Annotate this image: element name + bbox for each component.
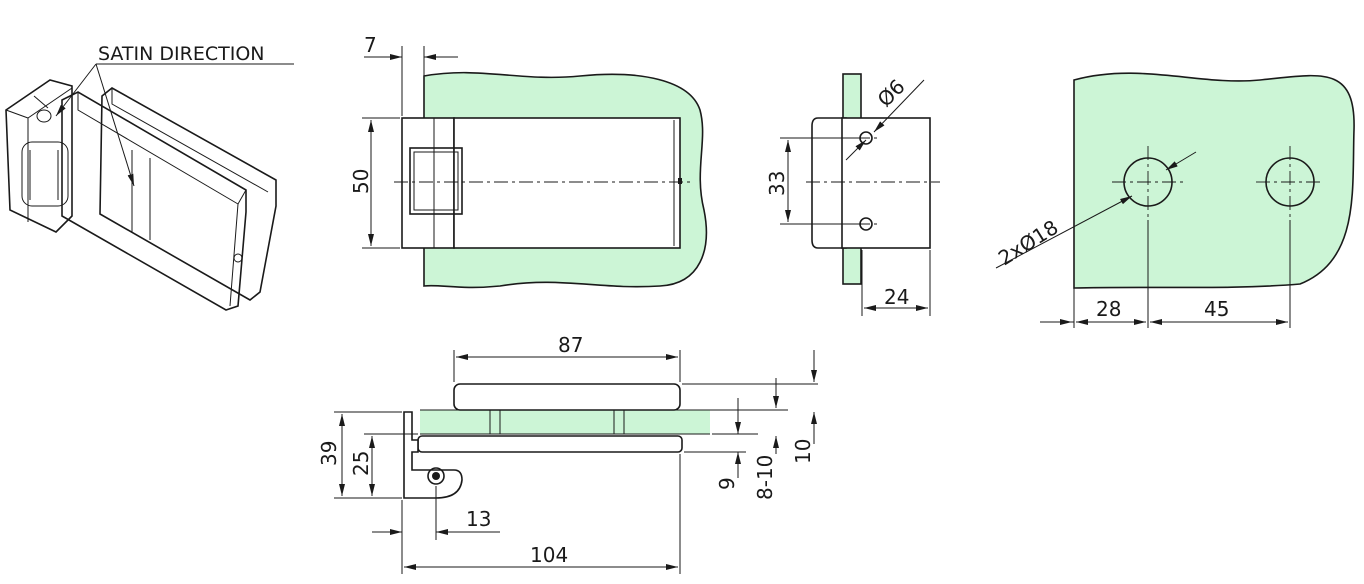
front-view: 7 50 — [349, 33, 708, 289]
dim-45: 45 — [1204, 297, 1229, 321]
dim-10: 10 — [791, 439, 815, 464]
dim-28: 28 — [1096, 297, 1121, 321]
dim-25: 25 — [349, 451, 373, 476]
dim-50: 50 — [349, 169, 373, 194]
satin-direction-callout: SATIN DIRECTION — [55, 43, 294, 187]
dim-24: 24 — [884, 285, 909, 309]
dim-8-10: 8-10 — [753, 455, 777, 500]
glass-cutout-view: 2xØ18 28 45 — [994, 72, 1355, 328]
side-view: 33 Ø6 24 — [765, 73, 940, 316]
dim-104: 104 — [530, 543, 568, 567]
dim-13: 13 — [466, 507, 491, 531]
dim-39: 39 — [317, 441, 341, 466]
dim-9: 9 — [715, 477, 739, 490]
dim-87: 87 — [558, 333, 583, 357]
satin-direction-label: SATIN DIRECTION — [98, 43, 264, 65]
dim-2xd18: 2xØ18 — [994, 215, 1062, 270]
dim-7: 7 — [364, 33, 377, 57]
dim-d6: Ø6 — [873, 74, 910, 111]
isometric-view — [5, 79, 277, 311]
dim-33: 33 — [765, 171, 789, 196]
top-view: 87 104 13 39 25 9 8-10 10 — [317, 333, 818, 574]
